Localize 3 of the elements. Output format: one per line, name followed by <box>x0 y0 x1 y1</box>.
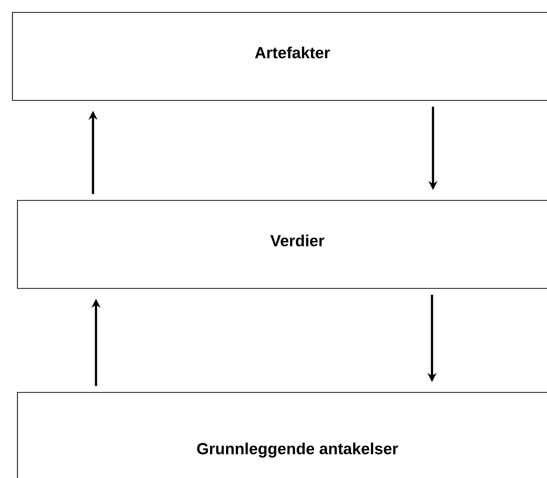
text-box: Verdier <box>17 200 547 289</box>
text-box: Artefakter <box>12 12 547 101</box>
text-box: Grunnleggende antakelser <box>17 392 547 478</box>
